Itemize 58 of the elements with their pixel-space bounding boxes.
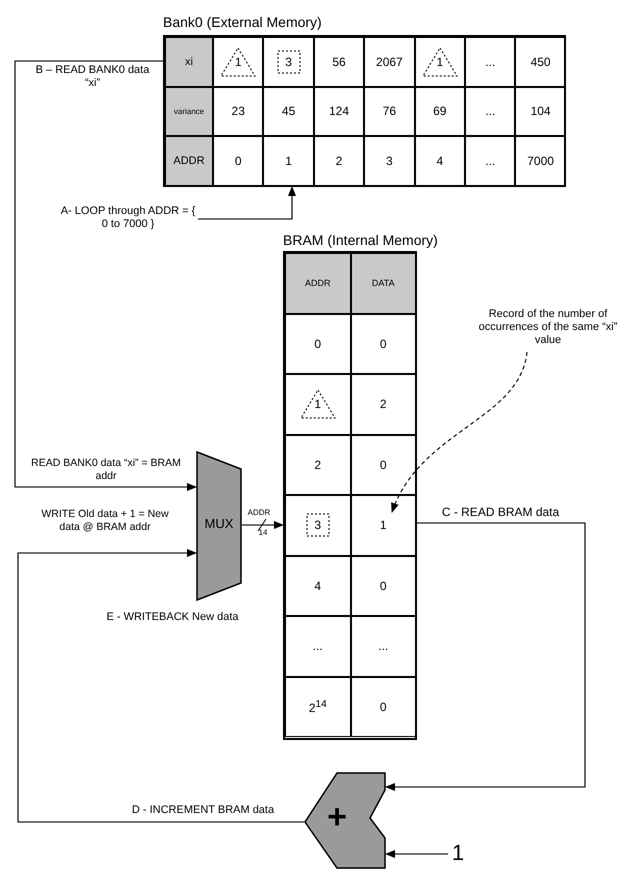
cell-value: 450 [530,54,551,69]
cell-value: ... [485,54,496,69]
step-label: B – READ BANK0 data “xi” [34,64,150,90]
multiplexer-block: MUX [196,451,242,601]
cell-value: ... [485,104,496,118]
arrow [14,60,197,491]
table-title: Bank0 (External Memory) [163,14,322,30]
header-text: ADDR [173,154,205,167]
cell-value: 0 [380,458,387,472]
annotation-text: Record of the number of occurrences of the same “xi” value [468,308,628,352]
adder-block: + [304,772,386,869]
cell-value: 69 [433,104,446,118]
arrow [385,522,586,791]
cell-value: 1 [380,518,387,532]
cell-value: ... [378,639,388,654]
bus-width-label: 14 [258,528,268,538]
arrow [17,549,304,823]
cell-value: 7000 [527,154,554,168]
cell-value: 76 [382,104,396,118]
annotation-text: A- LOOP through ADDR = { 0 to 7000 } [58,205,198,235]
cell-value: 0 [380,700,387,714]
header-text: xi [185,56,193,68]
cell-value: 56 [332,54,346,69]
cell-value: 0 [380,578,387,593]
arrow [392,352,528,513]
cell-value: 1 [314,397,322,412]
cell-value: 0 [234,154,242,168]
cell-value: 3 [386,154,393,168]
arrow [385,850,448,858]
cell-value: ... [312,639,323,654]
table-title: BRAM (Internal Memory) [283,232,438,248]
cell-value: 1 [234,54,242,69]
constant-value: 1 [448,840,468,866]
cell-value: 3 [314,518,322,532]
arrow [198,186,296,220]
cell-value: 23 [232,104,245,118]
step-label: D - INCREMENT BRAM data [130,804,276,818]
header-text: ADDR [304,278,330,288]
header-text: variance [174,106,204,116]
arrow [242,521,284,529]
step-label: E - WRITEBACK New data [105,611,240,624]
cell-value: 2 [336,154,342,168]
cell-value: 2 [314,458,322,472]
cell-value: 4 [436,154,444,168]
cell-value: 2067 [376,54,403,69]
cell-value: ... [485,154,496,168]
cell-value: 3 [285,54,292,69]
cell-value: 45 [282,104,296,118]
cell-value: 124 [328,104,349,118]
cell-value: 0 [314,336,322,351]
cell-value: 0 [380,336,387,351]
cell-value: 104 [530,104,551,118]
cell-value: 2 [380,397,387,412]
cell-value: 4 [314,578,322,593]
cell-value: 1 [436,54,444,69]
cell-value: 1 [285,154,292,168]
header-text: DATA [372,278,395,288]
cell-value: 2$^{14}$ [308,698,327,715]
